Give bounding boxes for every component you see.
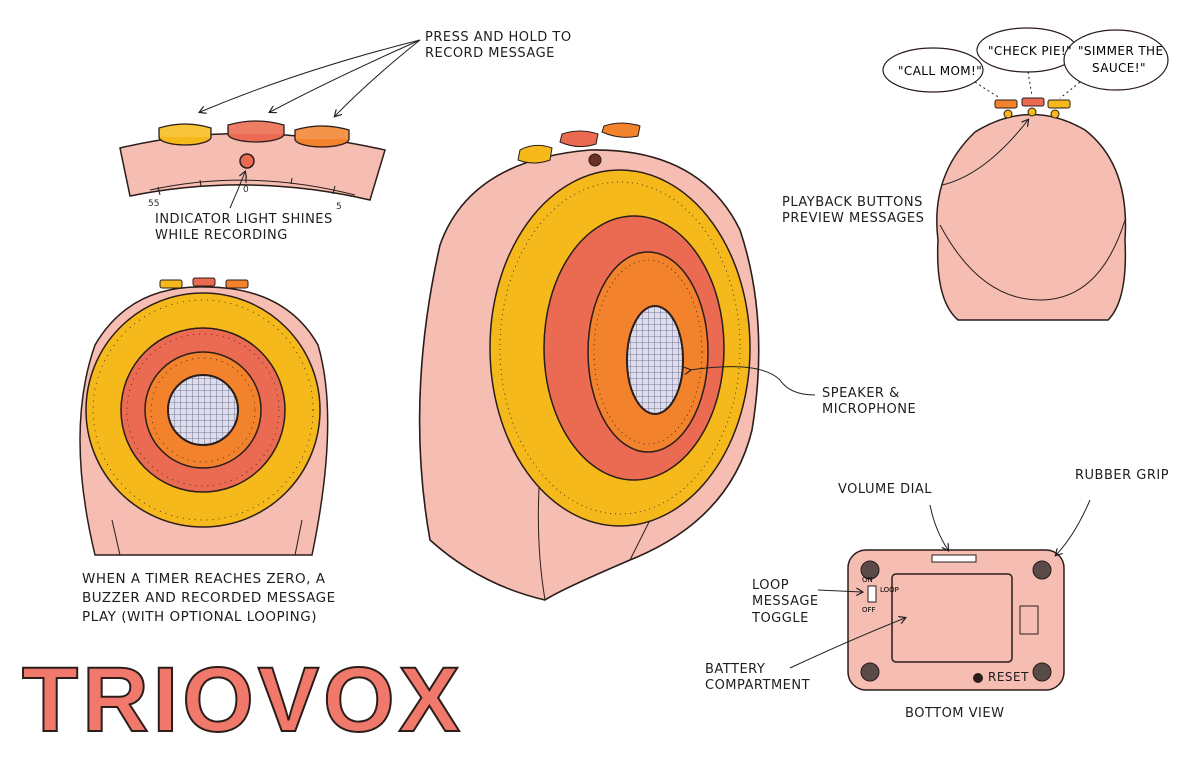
note-indicator: INDICATOR LIGHT SHINES WHILE RECORDING xyxy=(155,212,333,245)
note-record: PRESS AND HOLD TO RECORD MESSAGE xyxy=(425,30,572,63)
toggle-on-label: ON xyxy=(862,576,873,584)
bubble-check-pie-text: "CHECK PIE!" xyxy=(988,44,1072,58)
note-bottom-view: BOTTOM VIEW xyxy=(905,706,1004,722)
speech-bubble-call-mom xyxy=(882,47,984,93)
note-record-line-1: PRESS AND HOLD TO xyxy=(425,30,572,45)
back-view xyxy=(882,27,1169,321)
note-playback-line-1: PLAYBACK BUTTONS xyxy=(782,195,923,210)
note-speaker: SPEAKER & MICROPHONE xyxy=(822,386,916,419)
note-reset: RESET xyxy=(988,670,1029,685)
note-battery: BATTERY COMPARTMENT xyxy=(705,662,810,695)
bubble-simmer-text-1: "SIMMER THE xyxy=(1078,44,1163,58)
tick-label-0: 0 xyxy=(243,185,249,195)
back-button-3 xyxy=(1047,99,1071,109)
note-speaker-line-1: SPEAKER & xyxy=(822,386,900,401)
note-timer-line-2: BUZZER AND RECORDED MESSAGE xyxy=(82,589,336,606)
note-battery-line-1: BATTERY xyxy=(705,662,766,677)
reset-button xyxy=(973,673,983,683)
note-bottom-view-text: BOTTOM VIEW xyxy=(905,706,1005,721)
volume-dial xyxy=(931,554,977,563)
record-button-orange[interactable] xyxy=(294,125,350,148)
note-timer-zero: WHEN A TIMER REACHES ZERO, A BUZZER AND … xyxy=(82,570,336,627)
front-view xyxy=(79,277,329,556)
bubble-simmer-text-2: SAUCE!" xyxy=(1092,61,1146,75)
bubble-call-mom-text: "CALL MOM!" xyxy=(898,64,982,78)
front-button-red xyxy=(192,277,216,287)
note-volume: VOLUME DIAL xyxy=(838,482,932,498)
bottom-view: ON OFF LOOP xyxy=(789,499,1091,691)
back-button-2 xyxy=(1021,97,1045,107)
toggle-loop-label: LOOP xyxy=(880,586,899,594)
loop-toggle xyxy=(867,585,877,603)
note-volume-text: VOLUME DIAL xyxy=(838,482,933,497)
note-rubber-text: RUBBER GRIP xyxy=(1075,468,1170,483)
indicator-light xyxy=(239,153,255,169)
note-loop-line-3: TOGGLE xyxy=(752,610,809,626)
record-button-yellow[interactable] xyxy=(158,123,212,146)
note-indicator-line-2: WHILE RECORDING xyxy=(155,228,288,244)
note-record-line-2: RECORD MESSAGE xyxy=(425,46,555,62)
rubber-grips xyxy=(860,560,1052,682)
speaker-grille xyxy=(167,374,239,446)
record-button-red[interactable] xyxy=(227,120,285,143)
perspective-buttons xyxy=(517,122,641,167)
battery-compartment xyxy=(891,573,1013,663)
note-indicator-line-1: INDICATOR LIGHT SHINES xyxy=(155,212,333,227)
tick-label-5: 5 xyxy=(336,202,342,212)
note-battery-line-2: COMPARTMENT xyxy=(705,678,811,694)
note-timer-line-3: PLAY (WITH OPTIONAL LOOPING) xyxy=(82,608,317,625)
front-button-orange xyxy=(225,279,249,289)
note-loop-line-2: MESSAGE xyxy=(752,594,819,610)
note-loop-line-1: LOOP xyxy=(752,578,790,593)
tick-label-55: 55 xyxy=(148,199,159,209)
note-timer-line-1: WHEN A TIMER REACHES ZERO, A xyxy=(82,571,326,587)
note-reset-text: RESET xyxy=(988,670,1029,684)
note-loop: LOOP MESSAGE TOGGLE xyxy=(752,578,819,627)
note-speaker-line-2: MICROPHONE xyxy=(822,402,917,418)
speech-bubble-simmer xyxy=(1063,29,1169,91)
toggle-off-label: OFF xyxy=(862,606,876,614)
button-closeup: 55 0 5 xyxy=(119,39,421,212)
note-rubber: RUBBER GRIP xyxy=(1075,468,1169,484)
note-playback-line-2: PREVIEW MESSAGES xyxy=(782,211,925,227)
note-playback: PLAYBACK BUTTONS PREVIEW MESSAGES xyxy=(782,195,924,228)
front-button-yellow xyxy=(159,279,183,289)
back-button-1 xyxy=(994,99,1018,109)
perspective-view xyxy=(418,122,816,601)
brand-title: TRIOVOX xyxy=(21,648,465,752)
speaker-grille-3d xyxy=(626,305,684,415)
